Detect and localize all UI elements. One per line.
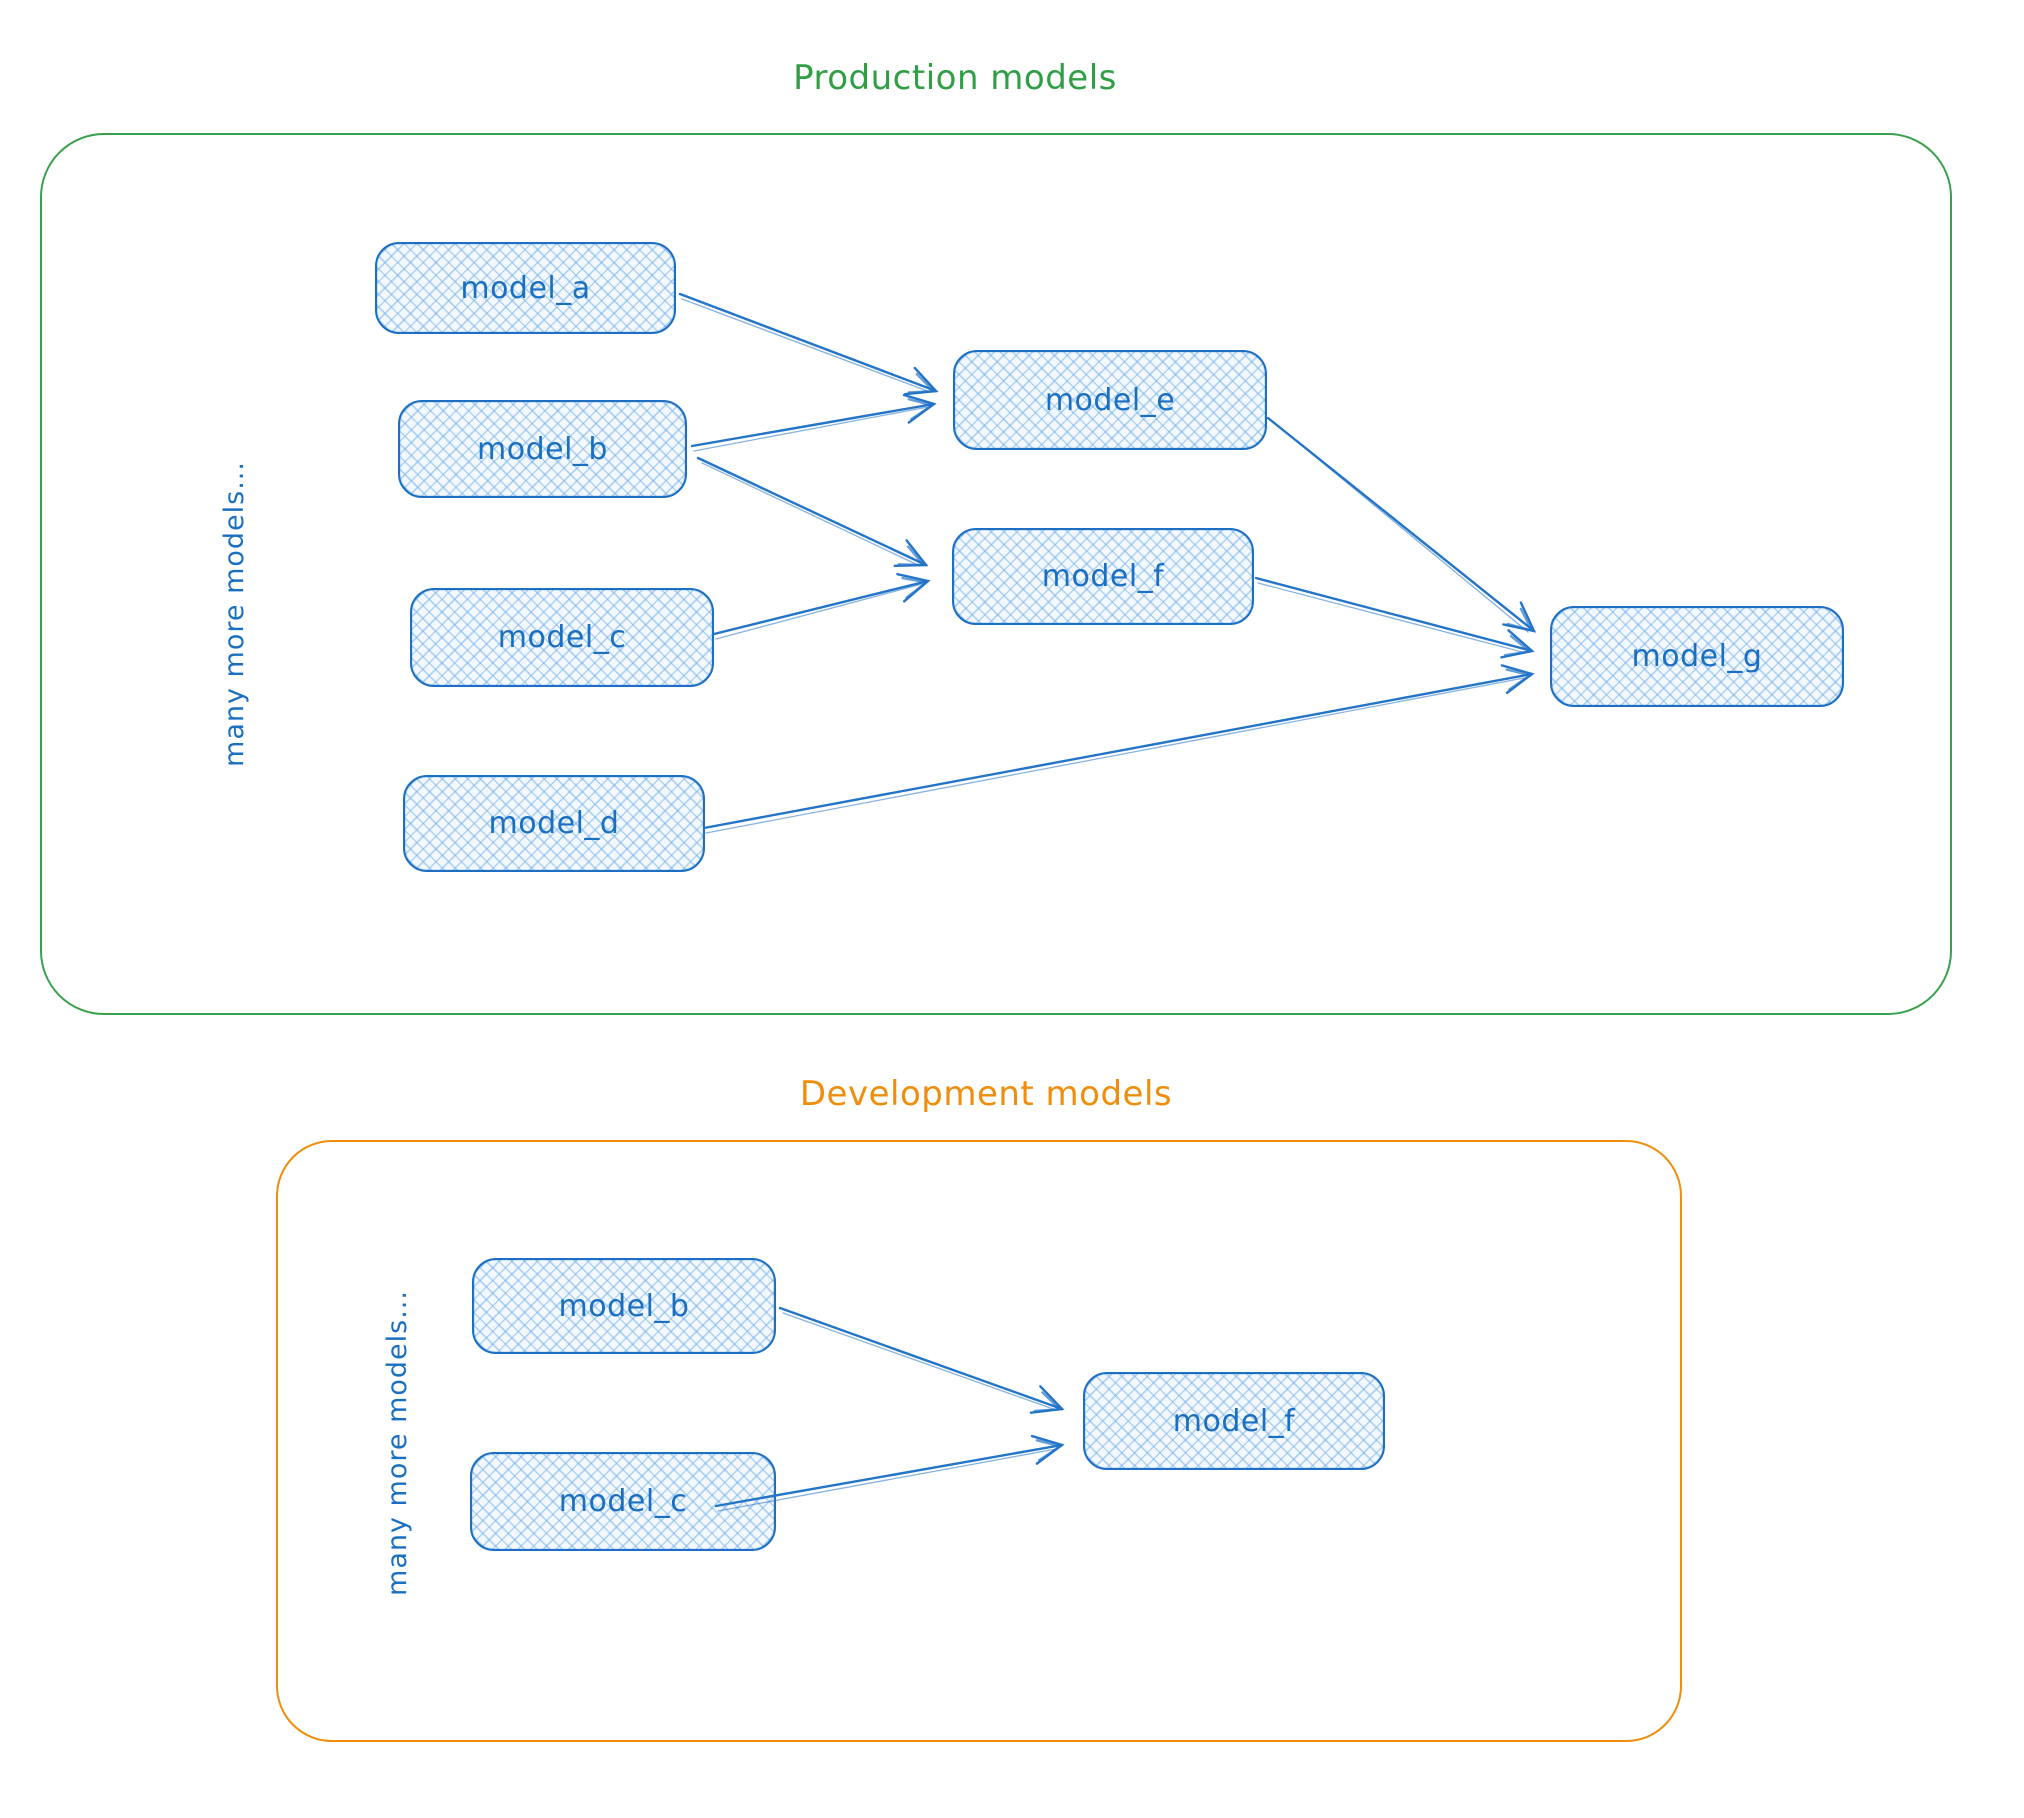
prod-node-model-g: model_g [1550, 606, 1844, 707]
prod-node-model-b-label: model_b [477, 431, 608, 467]
prod-node-model-a-label: model_a [460, 270, 591, 306]
production-side-label: many more models... [219, 461, 250, 767]
production-section-title: Production models [793, 58, 1117, 98]
dev-node-model-b: model_b [472, 1258, 776, 1354]
dev-node-model-c: model_c [470, 1452, 776, 1551]
prod-node-model-d: model_d [403, 775, 705, 872]
dev-node-model-b-label: model_b [558, 1288, 690, 1324]
prod-node-model-g-label: model_g [1631, 639, 1763, 674]
prod-node-model-b: model_b [398, 400, 687, 498]
prod-node-model-d-label: model_d [488, 806, 620, 841]
dev-node-model-c-label: model_c [558, 1484, 688, 1519]
dev-node-model-f-label: model_f [1172, 1403, 1296, 1439]
development-section-title: Development models [799, 1074, 1173, 1114]
development-side-label: many more models... [382, 1290, 413, 1596]
production-container [40, 133, 1952, 1015]
dev-node-model-f: model_f [1083, 1372, 1385, 1470]
prod-node-model-f-label: model_f [1041, 559, 1165, 594]
prod-node-model-a: model_a [375, 242, 676, 334]
prod-node-model-e-label: model_e [1044, 382, 1176, 418]
prod-node-model-c-label: model_c [497, 620, 627, 655]
development-container [276, 1140, 1682, 1742]
prod-node-model-f: model_f [952, 528, 1254, 625]
prod-node-model-e: model_e [953, 350, 1267, 450]
prod-node-model-c: model_c [410, 588, 714, 687]
